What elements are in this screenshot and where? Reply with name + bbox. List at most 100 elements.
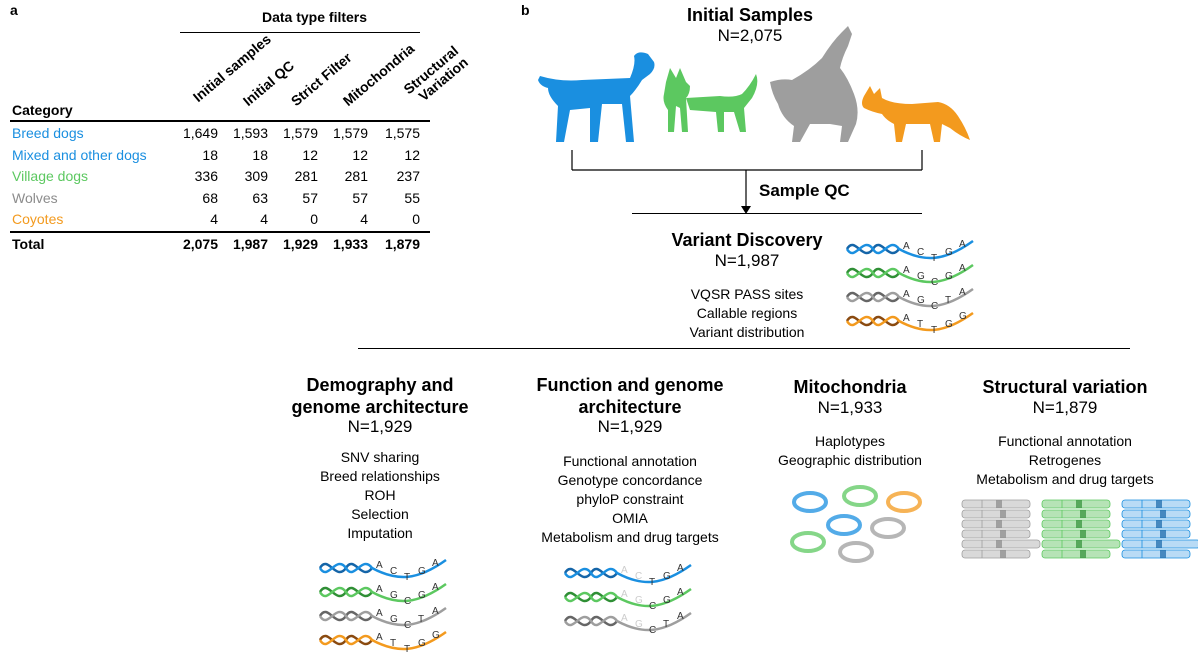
total-value-structural-variation: 1,879 bbox=[384, 236, 420, 252]
variant-discovery-title: Variant Discovery bbox=[671, 230, 823, 250]
chromosome-band bbox=[1080, 550, 1086, 558]
panel-a-label: a bbox=[10, 2, 18, 18]
chromosome-band bbox=[1000, 510, 1006, 518]
chromosome-band bbox=[1076, 500, 1082, 508]
animal-silhouettes bbox=[538, 26, 970, 142]
variant-discovery-item: Variant distribution bbox=[689, 324, 805, 340]
chromosome-bar bbox=[961, 509, 1031, 519]
dna-base-letter: C bbox=[931, 277, 938, 288]
dna-base-letter: A bbox=[376, 632, 383, 643]
dna-base-letter: A bbox=[677, 587, 684, 598]
dna-base-letter: A bbox=[621, 613, 628, 624]
demography-item: Selection bbox=[351, 506, 409, 522]
chromosome-bar bbox=[1041, 509, 1111, 519]
dna-base-letter: A bbox=[959, 263, 966, 274]
dna-base-letter: A bbox=[903, 241, 910, 252]
row-value-initial-qc: 309 bbox=[244, 168, 268, 184]
table-total-rule bbox=[10, 231, 430, 233]
row-value-initial-qc: 18 bbox=[252, 146, 268, 163]
function-item: Genotype concordance bbox=[557, 472, 703, 488]
structural-item: Functional annotation bbox=[998, 433, 1132, 449]
chromosome-band bbox=[1080, 530, 1086, 538]
row-value-mitochondria: 1,579 bbox=[332, 125, 368, 141]
dna-base-letter: T bbox=[390, 638, 396, 649]
function-n: N=1,929 bbox=[597, 417, 663, 436]
initial-samples-title: Initial Samples bbox=[686, 5, 814, 25]
row-value-strict-filter: 1,579 bbox=[282, 125, 318, 141]
dna-base-letter: A bbox=[621, 589, 628, 600]
panel-b-label: b bbox=[521, 2, 530, 18]
mitochondria-rings-icon bbox=[790, 485, 922, 563]
chromosome-band bbox=[1076, 540, 1082, 548]
function-title: Function and genome architecture bbox=[525, 374, 735, 418]
dna-base-letter: G bbox=[945, 319, 953, 330]
dna-base-letter: G bbox=[917, 271, 925, 282]
variant-discovery-item: VQSR PASS sites bbox=[690, 286, 804, 302]
structural-item: Metabolism and drug targets bbox=[976, 471, 1154, 487]
function-item: phyloP constraint bbox=[576, 491, 684, 507]
dna-base-letter: A bbox=[432, 582, 439, 593]
structural-chromosomes-icon bbox=[961, 499, 1198, 559]
variant-discovery-list: VQSR PASS sites Callable regions Variant… bbox=[652, 285, 842, 342]
row-value-initial-samples: 18 bbox=[202, 146, 218, 163]
demography-list: SNV sharing Breed relationships ROH Sele… bbox=[280, 448, 480, 543]
total-value-strict-filter: 1,929 bbox=[282, 236, 318, 252]
dna-base-letter: T bbox=[945, 295, 951, 306]
dna-base-letter: A bbox=[903, 289, 910, 300]
chromosome-band bbox=[1080, 510, 1086, 518]
variant-discovery-item: Callable regions bbox=[696, 305, 798, 321]
chromosome-bar bbox=[961, 549, 1031, 559]
function-item: Metabolism and drug targets bbox=[541, 529, 719, 545]
row-value-mitochondria: 57 bbox=[352, 189, 368, 206]
dna-base-letter: T bbox=[931, 253, 937, 264]
dna-base-letter: C bbox=[404, 620, 411, 631]
sample-qc-rule bbox=[632, 213, 922, 214]
row-value-initial-qc: 4 bbox=[260, 211, 268, 227]
chromosome-bar bbox=[1121, 529, 1191, 539]
chromosome-band bbox=[1000, 550, 1006, 558]
demography-item: ROH bbox=[364, 487, 396, 503]
dna-base-letter: T bbox=[649, 577, 655, 588]
dna-base-letter: A bbox=[903, 265, 910, 276]
chromosome-band bbox=[1156, 520, 1162, 528]
mitochondria-title-line: Mitochondria bbox=[793, 377, 907, 397]
dna-base-letter: A bbox=[903, 313, 910, 324]
chromosome-bar bbox=[1121, 549, 1191, 559]
chromosome-band bbox=[1156, 500, 1162, 508]
dna-base-letter: G bbox=[635, 619, 643, 630]
row-value-strict-filter: 281 bbox=[294, 168, 318, 184]
demography-title-line: genome architecture bbox=[291, 397, 469, 417]
category-header: Category bbox=[12, 102, 73, 118]
row-value-initial-samples: 336 bbox=[194, 168, 218, 184]
structural-title: Structural variation bbox=[960, 376, 1170, 398]
table-top-rule bbox=[10, 120, 430, 122]
structural-n: N=1,879 bbox=[1032, 398, 1098, 417]
dna-base-letter: G bbox=[432, 630, 440, 641]
row-value-initial-qc: 63 bbox=[252, 189, 268, 206]
dna-base-letter: C bbox=[649, 601, 656, 612]
dna-base-letter: A bbox=[432, 558, 439, 569]
chromosome-band bbox=[996, 540, 1002, 548]
demography-title: Demography and genome architecture bbox=[280, 374, 480, 418]
mitochondria-item: Geographic distribution bbox=[778, 452, 922, 468]
dna-base-letter: A bbox=[376, 608, 383, 619]
initial-samples-n: N=2,075 bbox=[717, 26, 783, 45]
row-value-structural-variation: 0 bbox=[412, 211, 420, 227]
row-category-label: Coyotes bbox=[12, 211, 64, 227]
dna-base-letter: T bbox=[404, 644, 410, 655]
row-value-initial-samples: 68 bbox=[202, 189, 218, 206]
dna-base-letter: A bbox=[432, 606, 439, 617]
row-category-label: Village dogs bbox=[12, 168, 89, 184]
total-label: Total bbox=[12, 236, 45, 252]
total-value-initial-qc: 1,987 bbox=[232, 236, 268, 252]
